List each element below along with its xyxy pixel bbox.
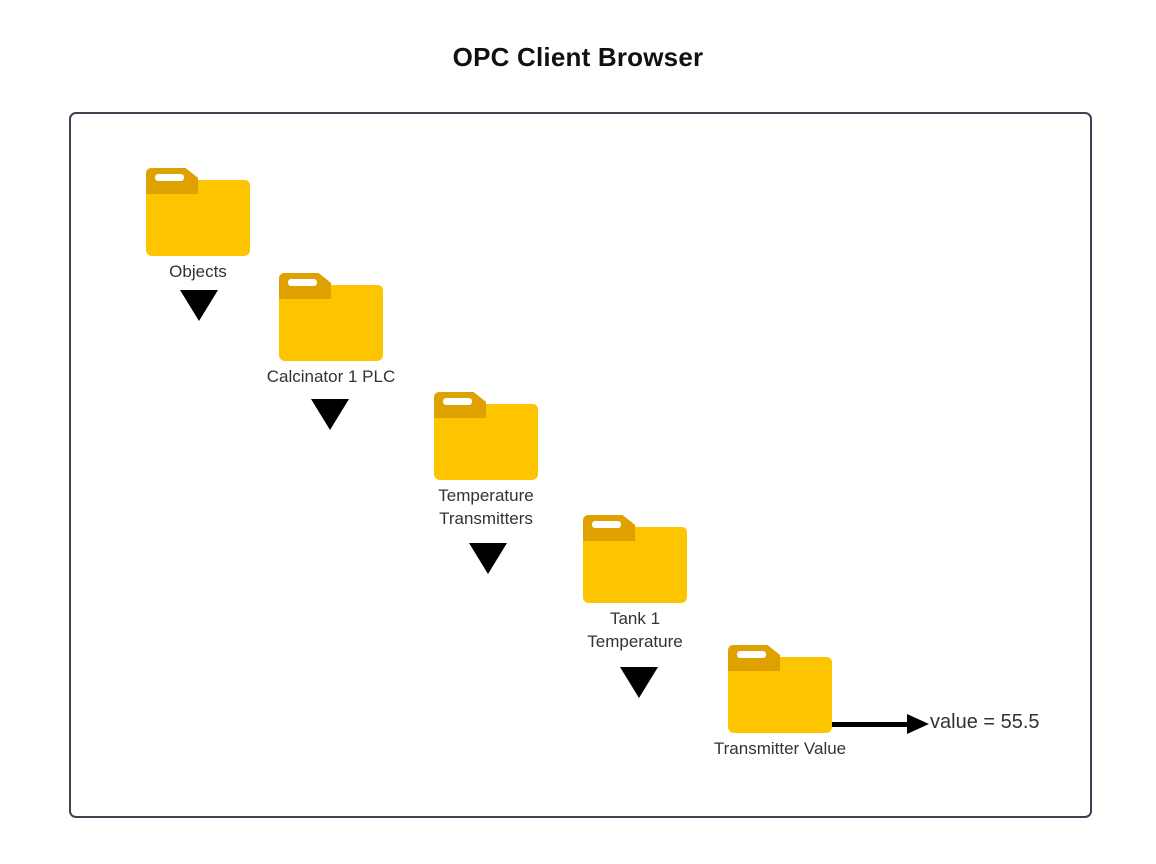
arrow-line	[832, 722, 907, 727]
node-label-objects: Objects	[169, 262, 227, 281]
folder-icon[interactable]	[146, 168, 250, 256]
folder-label-strip	[288, 279, 317, 286]
folder-tab	[434, 392, 486, 418]
folder-tab	[146, 168, 198, 194]
page-title: OPC Client Browser	[452, 42, 704, 72]
folder-icon[interactable]	[728, 645, 832, 733]
node-label-tank-1-temperature: Tank 1 Temperature	[587, 609, 683, 651]
folder-tab	[728, 645, 780, 671]
triangle-down-icon-calcinator-to-temperature-transmitters	[311, 399, 349, 430]
folder-label-strip	[155, 174, 184, 181]
node-tank-1-temperature[interactable]: Tank 1 Temperature	[583, 515, 687, 651]
folder-tab	[583, 515, 635, 541]
triangle-down-icon-temperature-transmitters-to-tank-1	[469, 543, 507, 574]
folder-label-strip	[592, 521, 621, 528]
folder-label-strip	[443, 398, 472, 405]
triangle-down-icon-tank-1-to-transmitter-value	[620, 667, 658, 698]
node-label-transmitter-value: Transmitter Value	[713, 739, 847, 758]
node-transmitter-value[interactable]: Transmitter Value	[714, 645, 846, 758]
node-calcinator-1-plc[interactable]: Calcinator 1 PLC	[267, 273, 395, 386]
folder-icon[interactable]	[434, 392, 538, 480]
folder-label-strip	[737, 651, 766, 658]
diagram-canvas: Objects Calcinator 1 PLC Temperature Tra…	[69, 112, 1092, 818]
folder-tab	[279, 273, 331, 299]
arrow-head	[907, 714, 929, 734]
folder-icon[interactable]	[583, 515, 687, 603]
node-label-temperature-transmitters: Temperature Transmitters	[438, 486, 534, 528]
transmitter-value-readout: value = 55.5	[930, 711, 1040, 733]
triangle-down-icon-objects-to-calcinator	[180, 290, 218, 321]
node-objects[interactable]: Objects	[146, 168, 250, 281]
node-label-calcinator-1-plc: Calcinator 1 PLC	[266, 367, 396, 386]
folder-icon[interactable]	[279, 273, 383, 361]
node-temperature-transmitters[interactable]: Temperature Transmitters	[434, 392, 538, 528]
